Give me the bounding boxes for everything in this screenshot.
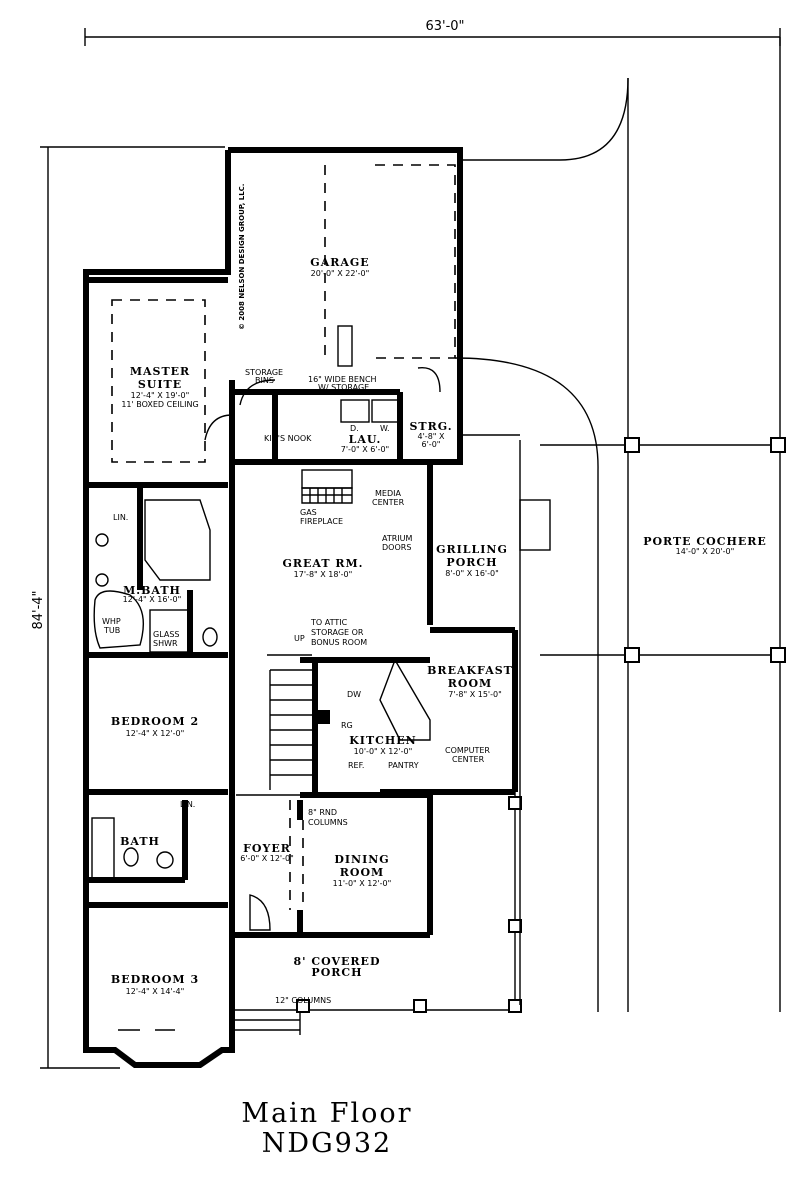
note: D. [350, 424, 359, 433]
porte-cochere-size: 14'-0" X 20'-0" [676, 547, 735, 556]
note: COMPUTER [445, 746, 490, 755]
dining-label-2: ROOM [340, 866, 384, 879]
note: STORAGE [245, 368, 283, 377]
copyright-text: © 2008 NELSON DESIGN GROUP, LLC. [238, 184, 246, 330]
note: CENTER [372, 498, 405, 507]
walls [83, 147, 518, 1068]
laundry-size: 7'-0" X 6'-0" [341, 445, 389, 454]
laundry-label: LAU. [349, 433, 382, 446]
bedroom2-label: BEDROOM 2 [111, 715, 199, 728]
note: RG [341, 721, 353, 730]
note: PANTRY [388, 761, 419, 770]
bedroom3-label: BEDROOM 3 [111, 973, 199, 986]
annotations: STORAGE BINS 16" WIDE BENCH W/ STORAGE K… [102, 368, 490, 1005]
master-size: 12'-4" X 19'-0" [131, 391, 190, 400]
note: BINS [255, 376, 274, 385]
note: UP [294, 634, 305, 643]
note: MEDIA [375, 489, 401, 498]
foyer-size: 6'-0" X 12'-0" [240, 854, 294, 863]
note: TO ATTIC [310, 618, 348, 627]
kitchen-size: 10'-0" X 12'-0" [354, 747, 413, 756]
note: W. [380, 424, 390, 433]
fixtures [91, 164, 522, 1035]
note: LIN. [113, 513, 128, 522]
note: GAS [300, 508, 317, 517]
note: SHWR [153, 639, 178, 648]
grilling-porch-label-2: PORCH [446, 556, 497, 569]
garage-label: GARAGE [310, 256, 369, 269]
great-room-size: 17'-8" X 18'-0" [294, 570, 353, 579]
grilling-porch-size: 8'-0" X 16'-0" [445, 569, 499, 578]
storage-size-2: 6'-0" [422, 440, 441, 449]
breakfast-size: 7'-8" X 15'-0" [448, 690, 502, 699]
plan-number: NDG932 [262, 1128, 392, 1159]
bedroom3-size: 12'-4" X 14'-4" [126, 987, 185, 996]
note: COLUMNS [308, 818, 348, 827]
garage-size: 20'-0" X 22'-0" [311, 269, 370, 278]
mbath-label: M.BATH [123, 584, 181, 597]
porte-cochere-outline [454, 37, 786, 1012]
note: WHP [102, 617, 121, 626]
note: FIREPLACE [300, 517, 343, 526]
note: KID'S NOOK [264, 434, 312, 443]
foyer-label: FOYER [243, 842, 291, 855]
note: ATRIUM [382, 534, 413, 543]
plan-title: Main Floor [241, 1098, 412, 1129]
note: DOORS [382, 543, 411, 552]
note: BONUS ROOM [311, 638, 367, 647]
great-room-label: GREAT RM. [282, 557, 363, 570]
note: STORAGE OR [311, 628, 364, 637]
dining-label: DINING [334, 853, 389, 866]
depth-dimension: 84'-4" [31, 146, 225, 1069]
master-label-2: SUITE [138, 378, 182, 391]
master-label: MASTER [130, 365, 190, 378]
note: TUB [103, 626, 120, 635]
bath-label: BATH [120, 835, 160, 848]
master-note: 11' BOXED CEILING [121, 400, 198, 409]
room-labels: GARAGE 20'-0" X 22'-0" MASTER SUITE 12'-… [111, 256, 767, 996]
breakfast-label: BREAKFAST [427, 664, 513, 677]
depth-label: 84'-4" [31, 590, 46, 629]
breakfast-label-2: ROOM [448, 677, 492, 690]
mbath-size: 12'-4" X 16'-0" [123, 595, 182, 604]
porch-label: 8' COVERED [294, 955, 381, 968]
note: GLASS [153, 630, 179, 639]
width-dimension: 63'-0" [84, 18, 781, 46]
dining-size: 11'-0" X 12'-0" [333, 879, 392, 888]
storage-size: 4'-8" X [418, 432, 445, 441]
note: 12" COLUMNS [275, 996, 331, 1005]
note: CENTER [452, 755, 485, 764]
note: LIN. [180, 800, 195, 809]
kitchen-label: KITCHEN [349, 734, 416, 747]
note: 16" WIDE BENCH [308, 375, 377, 384]
width-label: 63'-0" [425, 19, 464, 34]
bedroom2-size: 12'-4" X 12'-0" [126, 729, 185, 738]
note: W/ STORAGE [318, 383, 369, 392]
storage-label: STRG. [409, 420, 452, 433]
note: 8" RND [308, 808, 337, 817]
note: REF. [348, 761, 364, 770]
grilling-porch-label: GRILLING [436, 543, 508, 556]
porte-cochere-label: PORTE COCHERE [643, 535, 767, 548]
note: DW [347, 690, 361, 699]
porch-label-2: PORCH [311, 966, 362, 979]
